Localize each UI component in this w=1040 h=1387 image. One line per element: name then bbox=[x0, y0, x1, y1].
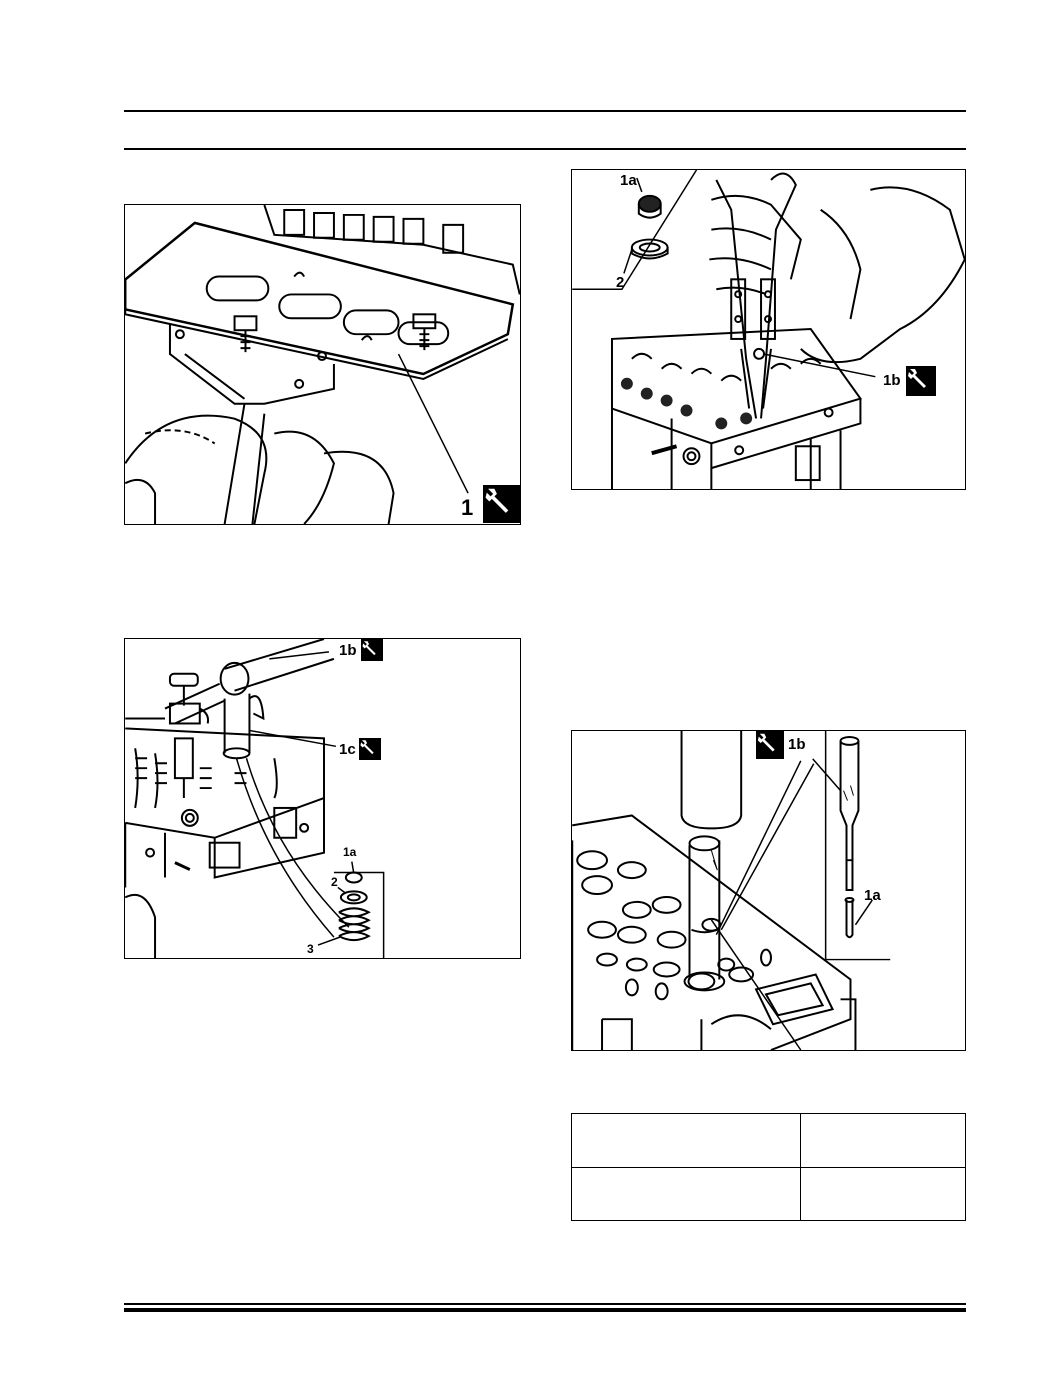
callout-1a: 1a bbox=[864, 887, 881, 904]
callout-1: 1 bbox=[461, 495, 474, 520]
table-cell bbox=[571, 1113, 801, 1168]
callout-2: 2 bbox=[616, 274, 625, 291]
footer-rule-thick bbox=[124, 1308, 966, 1312]
wrench-icon bbox=[906, 366, 936, 396]
table-cell bbox=[571, 1166, 801, 1221]
spring-compressor-illustration bbox=[125, 639, 385, 958]
callout-3: 3 bbox=[307, 942, 314, 956]
valve-guide-illustration bbox=[572, 731, 891, 1050]
figure-valve-pliers: 1a 2 1b bbox=[571, 169, 966, 490]
template-plate-illustration bbox=[125, 205, 520, 524]
table-row bbox=[571, 1166, 966, 1221]
callout-1b: 1b bbox=[883, 372, 901, 389]
table-cell bbox=[800, 1166, 966, 1221]
wrench-icon bbox=[483, 485, 520, 523]
callout-1b: 1b bbox=[339, 642, 357, 659]
table-cell bbox=[800, 1113, 966, 1168]
header-rule-bottom bbox=[124, 148, 966, 150]
spec-table bbox=[571, 1113, 966, 1221]
figure-valve-guide: 1b 1a bbox=[571, 730, 966, 1051]
footer-rule-thin bbox=[124, 1303, 966, 1305]
callout-2: 2 bbox=[331, 875, 338, 889]
valve-pliers-illustration bbox=[572, 170, 965, 489]
wrench-icon bbox=[361, 639, 383, 661]
wrench-icon bbox=[756, 731, 784, 759]
callout-1a: 1a bbox=[620, 172, 637, 189]
wrench-icon bbox=[359, 738, 381, 760]
figure-template-plate: 1 bbox=[124, 204, 521, 525]
callout-1a: 1a bbox=[343, 845, 357, 859]
table-row bbox=[571, 1113, 966, 1168]
header-rule-top bbox=[124, 110, 966, 112]
callout-1c: 1c bbox=[339, 741, 356, 758]
callout-1b: 1b bbox=[788, 736, 806, 753]
figure-spring-compressor: 1b 1c 1a 2 3 bbox=[124, 638, 521, 959]
